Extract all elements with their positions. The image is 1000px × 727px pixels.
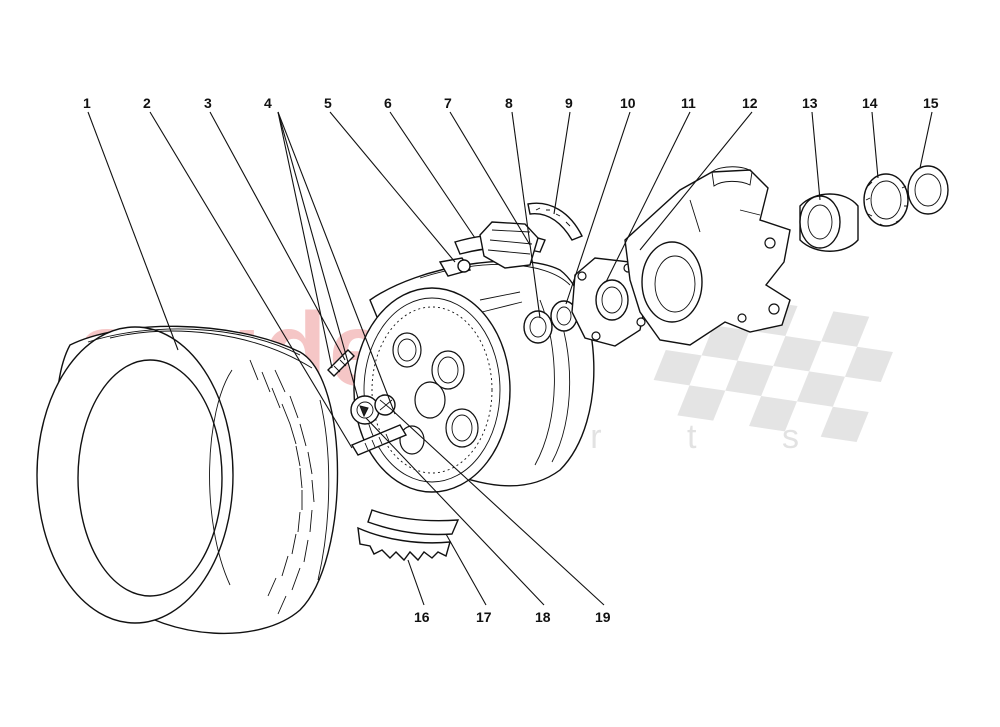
hub-flange bbox=[571, 257, 649, 347]
oil-seal bbox=[907, 165, 949, 215]
callout-7: 7 bbox=[444, 95, 452, 111]
callout-16: 16 bbox=[414, 609, 430, 625]
balance-segments bbox=[357, 509, 460, 562]
callout-11: 11 bbox=[681, 95, 696, 111]
callout-5: 5 bbox=[324, 95, 332, 111]
wheel-rim bbox=[353, 260, 595, 493]
leader-lines bbox=[87, 111, 933, 606]
callout-1: 1 bbox=[83, 95, 91, 111]
callout-15: 15 bbox=[923, 95, 939, 111]
wheel-stud-bolts bbox=[327, 349, 408, 456]
callout-17: 17 bbox=[476, 609, 492, 625]
tyre bbox=[36, 325, 339, 635]
callout-3: 3 bbox=[204, 95, 212, 111]
callout-13: 13 bbox=[802, 95, 818, 111]
callout-8: 8 bbox=[505, 95, 513, 111]
callout-labels: 1 2 3 4 5 6 7 8 9 10 11 12 13 14 15 16 1… bbox=[83, 95, 939, 625]
callout-19: 19 bbox=[595, 609, 611, 625]
callout-9: 9 bbox=[565, 95, 573, 111]
hub-carrier bbox=[624, 166, 791, 346]
callout-18: 18 bbox=[535, 609, 551, 625]
callout-14: 14 bbox=[862, 95, 878, 111]
ring-nut bbox=[863, 173, 909, 227]
callout-10: 10 bbox=[620, 95, 636, 111]
label-plate bbox=[527, 202, 583, 241]
callout-12: 12 bbox=[742, 95, 758, 111]
tyre-valve bbox=[438, 257, 472, 277]
checker-flag-watermark bbox=[653, 290, 893, 443]
wheel-bearing bbox=[799, 193, 859, 252]
callout-2: 2 bbox=[143, 95, 151, 111]
spacer-rings bbox=[523, 300, 578, 344]
callout-6: 6 bbox=[384, 95, 392, 111]
callout-4: 4 bbox=[264, 95, 272, 111]
